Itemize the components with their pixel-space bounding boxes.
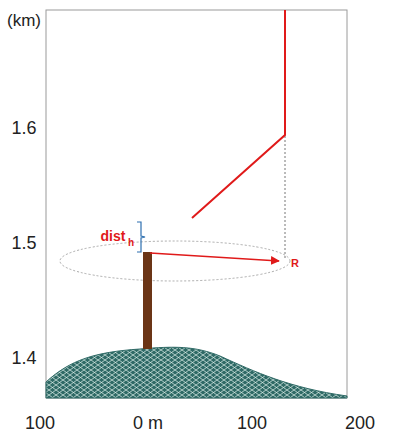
x-tick-label: 100 [237, 414, 267, 432]
distance-label: dist [101, 229, 126, 243]
x-tick-label: 0 m [133, 414, 163, 432]
axis-unit: (km) [7, 12, 41, 29]
radius-label: R [291, 258, 299, 269]
y-tick-label: 1.5 [11, 234, 36, 252]
red-path [192, 10, 285, 218]
distance-subscript: h [128, 238, 134, 248]
tower [143, 252, 152, 349]
x-tick-label: 100 [25, 414, 55, 432]
plot-frame [46, 10, 347, 398]
y-tick-label: 1.6 [11, 119, 36, 137]
y-tick-label: 1.4 [11, 349, 36, 367]
hill [46, 347, 347, 398]
dotted-vertical [285, 135, 286, 258]
radius-ellipse [60, 241, 290, 281]
height-bracket [137, 222, 145, 252]
radius-arrow [150, 253, 279, 261]
x-tick-label: 200 [345, 414, 375, 432]
